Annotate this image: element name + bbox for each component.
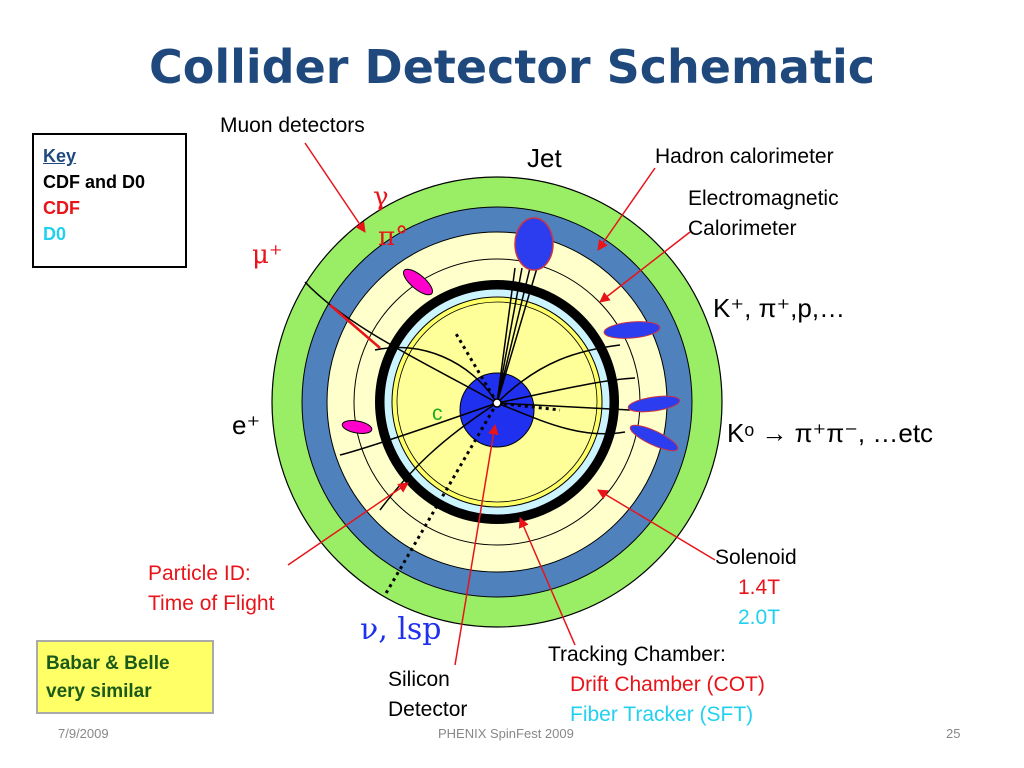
mu-plus-label: μ⁺: [252, 240, 283, 270]
solenoid-cdf-value: 1.4T: [738, 576, 781, 599]
e-plus-label: e⁺: [232, 410, 261, 440]
em-deposit-electron: [341, 420, 373, 434]
muon-track-segment: [329, 304, 381, 349]
hadron-deposit-kaon: [603, 321, 661, 339]
silicon-detector: [459, 372, 535, 448]
key-d0: D0: [43, 224, 67, 244]
charm-label: c: [432, 402, 443, 425]
silicon-label-1: Silicon: [388, 668, 450, 691]
note-line-1: Babar & Belle: [46, 653, 170, 674]
solenoid-d0-value: 2.0T: [738, 606, 781, 629]
annotation-arrows: [287, 142, 716, 666]
footer-date: 7/9/2009: [58, 726, 109, 741]
footer-event: PHENIX SpinFest 2009: [438, 726, 574, 741]
particle-id-label-1: Particle ID:: [148, 562, 251, 585]
note-line-2: very similar: [46, 681, 152, 702]
jet-label: Jet: [527, 143, 562, 173]
gamma-label: γ: [373, 182, 389, 212]
silicon-label-2: Detector: [388, 698, 468, 721]
hadron-deposit-pion-1: [627, 395, 681, 413]
em-calorimeter-label-1: Electromagnetic: [688, 187, 839, 210]
drift-chamber-label: Drift Chamber (COT): [570, 673, 765, 696]
hadron-deposit-jet: [514, 217, 554, 271]
tracking-chamber-label: Tracking Chamber:: [548, 643, 726, 666]
particle-id-label-2: Time of Flight: [148, 592, 275, 615]
page-title: Collider Detector Schematic: [149, 40, 875, 94]
neutrino-lsp-label: ν, lsp: [360, 612, 442, 647]
hadron-deposit-pion-2: [629, 424, 679, 452]
k0-decay-label: Kᵒ → π⁺π⁻, …etc: [727, 418, 934, 448]
key-cdf: CDF: [43, 198, 80, 218]
fiber-tracker-label: Fiber Tracker (SFT): [570, 703, 754, 726]
key-heading: Key: [43, 146, 77, 166]
em-deposit-photon: [402, 268, 434, 296]
key-both: CDF and D0: [43, 172, 146, 192]
note-box: Babar & Belle very similar: [36, 640, 214, 714]
solenoid-label: Solenoid: [715, 546, 797, 569]
kaons-pions-label: K⁺, π⁺,p,…: [713, 293, 846, 323]
em-calorimeter-label-2: Calorimeter: [688, 217, 797, 240]
muon-detectors-label: Muon detectors: [220, 114, 365, 137]
hadron-calorimeter-label: Hadron calorimeter: [655, 145, 834, 168]
invisible-tracks: [383, 331, 561, 596]
interaction-point: [492, 398, 502, 408]
footer-page-number: 25: [946, 726, 961, 741]
key-legend: Key CDF and D0 CDF D0: [32, 133, 187, 268]
pi0-label: π°: [378, 222, 409, 252]
